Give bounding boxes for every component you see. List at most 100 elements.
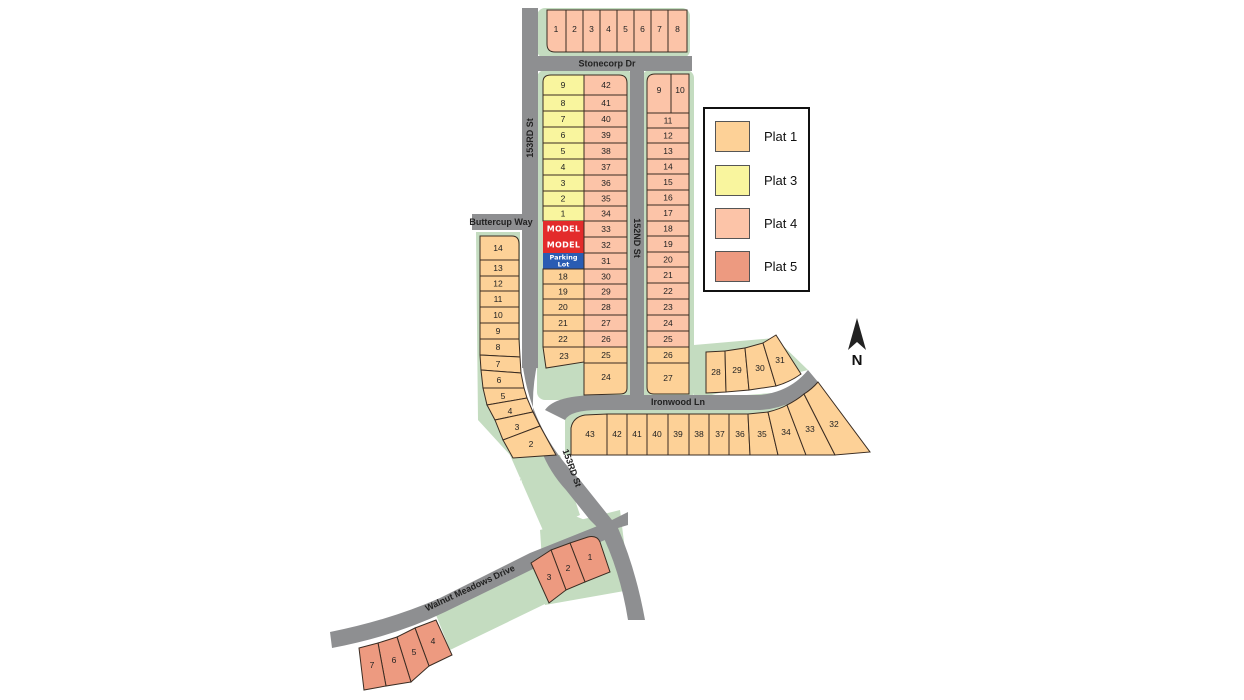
lot[interactable]: 2: [542, 190, 585, 207]
lot[interactable]: 1: [542, 205, 585, 222]
lot[interactable]: 41: [626, 413, 648, 456]
lot[interactable]: 34: [583, 205, 628, 222]
lot[interactable]: 24: [583, 362, 628, 396]
lot[interactable]: 6: [633, 9, 652, 53]
lot[interactable]: 12: [646, 127, 690, 144]
lot[interactable]: 3: [582, 9, 601, 53]
lot[interactable]: 9: [646, 73, 672, 114]
lot[interactable]: 5: [616, 9, 635, 53]
legend-label: Plat 1: [764, 128, 798, 144]
lot[interactable]: 31: [762, 334, 802, 387]
lot[interactable]: 28: [583, 298, 628, 316]
lot[interactable]: 42: [583, 74, 628, 96]
svg-text:14: 14: [663, 162, 673, 172]
lot[interactable]: 14: [646, 158, 690, 175]
lot[interactable]: 16: [646, 189, 690, 206]
lot[interactable]: 32: [583, 236, 628, 254]
lot[interactable]: 32: [803, 381, 871, 456]
lot[interactable]: 7: [542, 110, 585, 128]
lot[interactable]: 9: [479, 322, 520, 340]
lot[interactable]: 14: [479, 235, 520, 261]
lot[interactable]: 27: [646, 362, 690, 395]
lot[interactable]: 10: [670, 73, 690, 114]
lot[interactable]: 18: [542, 268, 585, 285]
lot[interactable]: 29: [583, 283, 628, 300]
lot[interactable]: 15: [646, 173, 690, 191]
lot[interactable]: 9: [542, 74, 585, 96]
svg-text:8: 8: [496, 342, 501, 352]
lot[interactable]: 41: [583, 94, 628, 112]
lot[interactable]: 23: [646, 298, 690, 316]
lot[interactable]: 40: [646, 413, 669, 456]
lot[interactable]: 39: [667, 413, 690, 456]
lot[interactable]: 26: [583, 330, 628, 348]
lot[interactable]: 22: [646, 282, 690, 300]
lot[interactable]: 3: [530, 549, 567, 604]
lot[interactable]: 2: [502, 425, 557, 459]
lot[interactable]: 31: [583, 252, 628, 270]
lot[interactable]: 5: [542, 142, 585, 160]
model-home-2[interactable]: MODEL: [543, 237, 584, 253]
swatch-plat4: [715, 207, 750, 239]
lot[interactable]: 3: [542, 174, 585, 192]
lot[interactable]: 20: [646, 251, 690, 268]
lot[interactable]: 21: [542, 314, 585, 332]
lot[interactable]: 30: [583, 268, 628, 285]
lot[interactable]: 24: [646, 314, 690, 332]
lot[interactable]: 4: [542, 158, 585, 176]
lot[interactable]: 4: [599, 9, 618, 53]
lot[interactable]: 6: [480, 369, 525, 389]
legend-item-plat3: Plat 3: [715, 163, 797, 197]
lot[interactable]: 8: [542, 94, 585, 112]
lot[interactable]: 22: [542, 330, 585, 348]
svg-text:34: 34: [601, 209, 611, 219]
lot[interactable]: 38: [583, 142, 628, 160]
lot[interactable]: 36: [728, 413, 751, 456]
svg-text:24: 24: [601, 372, 611, 382]
svg-text:12: 12: [663, 131, 673, 141]
lot[interactable]: 27: [583, 314, 628, 332]
lot[interactable]: 6: [542, 126, 585, 144]
lot[interactable]: 11: [479, 290, 520, 308]
lot[interactable]: 2: [565, 9, 584, 53]
svg-text:Parking: Parking: [549, 254, 577, 262]
lot[interactable]: 25: [583, 346, 628, 364]
lot[interactable]: 8: [479, 338, 521, 358]
lot[interactable]: 26: [646, 346, 690, 364]
lot[interactable]: 19: [542, 283, 585, 300]
lot[interactable]: 12: [479, 275, 520, 292]
lot[interactable]: 1: [546, 9, 567, 53]
lot[interactable]: 28: [705, 350, 727, 394]
lot[interactable]: 35: [583, 190, 628, 207]
svg-text:21: 21: [558, 318, 568, 328]
lot[interactable]: 37: [583, 158, 628, 176]
model-home-1[interactable]: MODEL: [543, 221, 584, 237]
svg-text:24: 24: [663, 318, 673, 328]
lot[interactable]: 13: [479, 259, 520, 277]
legend-label: Plat 5: [764, 258, 798, 274]
lot[interactable]: 40: [583, 110, 628, 128]
lot[interactable]: 18: [646, 220, 690, 237]
lot[interactable]: 11: [646, 112, 690, 129]
lot[interactable]: 37: [708, 413, 730, 456]
lot[interactable]: 10: [479, 306, 520, 324]
svg-text:25: 25: [601, 350, 611, 360]
lot[interactable]: 39: [583, 126, 628, 144]
lot[interactable]: 25: [646, 330, 690, 348]
lot[interactable]: 38: [688, 413, 710, 456]
lot[interactable]: 20: [542, 298, 585, 316]
lot[interactable]: 13: [646, 142, 690, 160]
lot[interactable]: 8: [667, 9, 688, 53]
lot[interactable]: 33: [583, 220, 628, 238]
lot[interactable]: 42: [606, 413, 628, 456]
lot[interactable]: 1: [569, 536, 611, 583]
lot[interactable]: 21: [646, 266, 690, 284]
lot[interactable]: 36: [583, 174, 628, 192]
lot[interactable]: 17: [646, 204, 690, 222]
lot[interactable]: 19: [646, 235, 690, 253]
lot[interactable]: 7: [650, 9, 669, 53]
lot[interactable]: 43: [570, 413, 608, 456]
lot[interactable]: 7: [358, 642, 387, 691]
svg-text:37: 37: [715, 429, 725, 439]
